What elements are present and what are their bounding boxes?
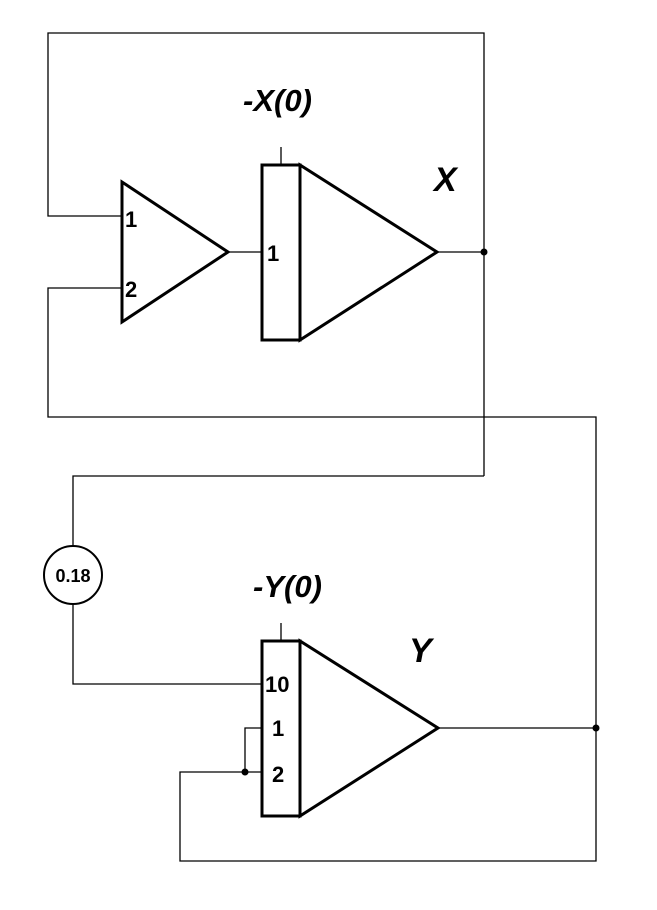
integrator-y-initial-condition: -Y(0) [253, 569, 322, 604]
integrator-x-triangle [298, 162, 440, 343]
wire-y-to-summer-2 [47, 287, 597, 728]
junction-dot-x [480, 248, 488, 256]
wire-y-feedback-loop [179, 728, 597, 862]
coefficient-potentiometer [43, 545, 103, 605]
wire-inputs-1-2-tie [244, 727, 262, 772]
integrator-y-input-gain-10: 10 [265, 672, 289, 697]
integrator-x-output-label: X [432, 161, 459, 199]
summer-input-2-label: 2 [125, 277, 137, 302]
wire-x-to-coefficient [72, 475, 484, 546]
junction-dot-inputs [241, 768, 249, 776]
integrator-y-input-gain-1: 1 [272, 716, 284, 741]
integrator-y-triangle [298, 638, 441, 819]
wire-x-feedback-to-summer-1 [47, 32, 485, 476]
integrator-y-output-label: Y [409, 632, 435, 670]
wire-coefficient-to-integrator-y [72, 604, 262, 685]
summer-input-1-label: 1 [125, 207, 137, 232]
summer-amplifier [120, 179, 231, 325]
integrator-x-input-gain: 1 [267, 241, 279, 266]
integrator-y-input-gain-2: 2 [272, 762, 284, 787]
coefficient-value: 0.18 [55, 566, 90, 586]
integrator-x-initial-condition: -X(0) [243, 83, 312, 118]
